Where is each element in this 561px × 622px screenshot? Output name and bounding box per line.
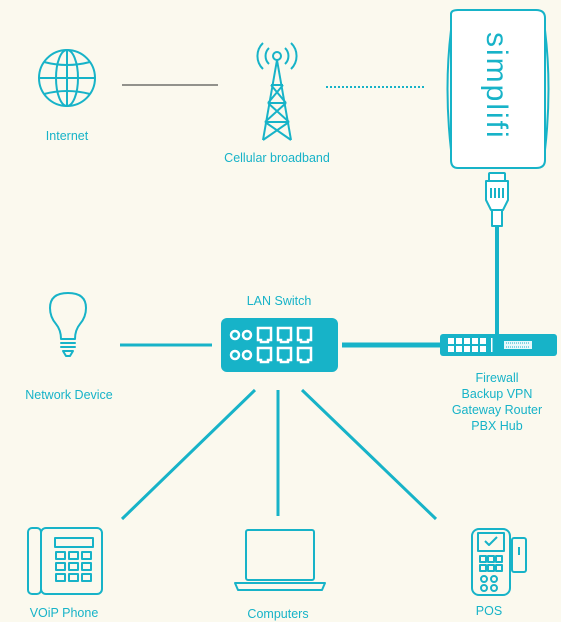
switch-to-pos-line: [300, 388, 438, 521]
computers-label: Computers: [247, 607, 309, 621]
laptop-icon: [234, 529, 326, 591]
simplifi-brand-text: simplifi: [480, 32, 513, 140]
gateway-router-label: Gateway Router: [451, 403, 543, 417]
pos-terminal-icon: [471, 528, 527, 596]
cell-tower-icon: [256, 42, 298, 141]
globe-icon: [38, 49, 96, 107]
cellular-broadband-label: Cellular broadband: [224, 151, 330, 165]
pos-label: POS: [475, 604, 503, 618]
internet-label: Internet: [45, 129, 89, 143]
ethernet-cable-icon: [485, 172, 509, 227]
lan-switch-icon: [221, 318, 338, 372]
desk-phone-icon: [27, 527, 103, 595]
firewall-label: Firewall: [475, 371, 519, 385]
switch-to-phone-line: [120, 388, 257, 521]
lightbulb-icon: [49, 292, 87, 357]
firewall-labels: Firewall Backup VPN Gateway Router PBX H…: [452, 370, 542, 434]
lan-switch-label: LAN Switch: [246, 294, 312, 308]
firewall-router-icon: [440, 334, 557, 356]
backup-vpn-label: Backup VPN: [461, 387, 533, 401]
simplifi-device-icon: simplifi: [446, 9, 550, 169]
voip-phone-label: VOiP Phone: [29, 606, 99, 620]
pbx-hub-label: PBX Hub: [471, 419, 523, 433]
network-device-label: Network Device: [25, 388, 113, 402]
connection-lines: [120, 84, 499, 521]
